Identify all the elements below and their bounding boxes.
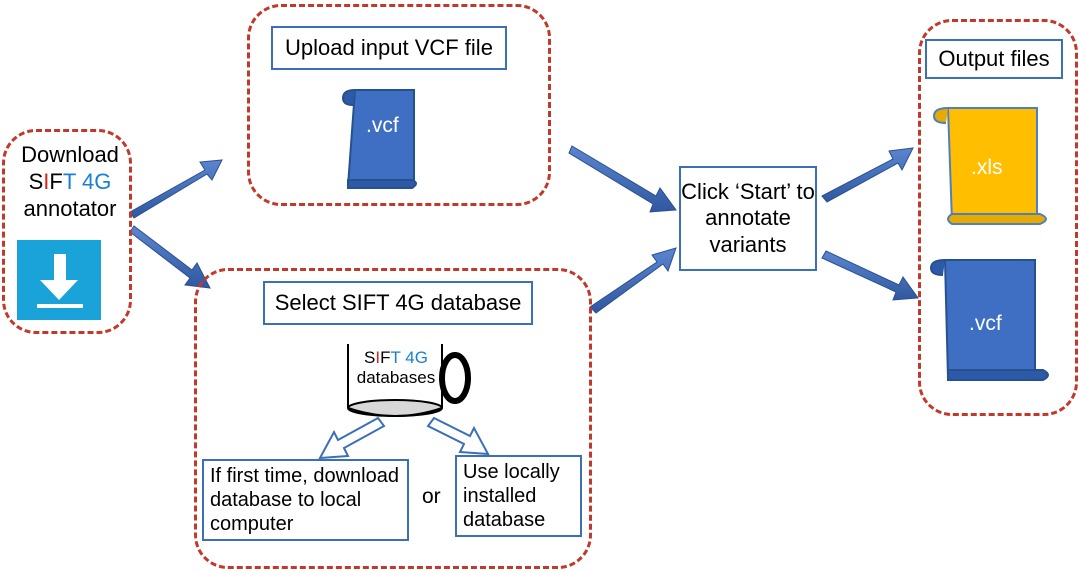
vcf-file-icon-output [929, 259, 1049, 381]
database-label: Select SIFT 4G database [274, 289, 522, 315]
arrow-to-first-time [318, 416, 386, 460]
or-text: or [422, 485, 441, 508]
first-time-option-box: If first time, download database to loca… [202, 459, 409, 541]
database-group [194, 268, 592, 569]
output-label-box: Output files [925, 39, 1063, 79]
local-option-box: Use locally installed database [455, 455, 582, 537]
download-line1: Download [21, 142, 119, 167]
arrow-start-to-xls [821, 147, 914, 203]
arrow-download-to-database [129, 225, 211, 289]
first-time-option: If first time, download database to loca… [210, 465, 399, 535]
arrow-upload-to-start [568, 145, 677, 213]
local-option: Use locally installed database [463, 461, 560, 531]
sift-4g-wordmark: SIFT 4G [28, 168, 112, 194]
upload-group [247, 4, 551, 206]
cup-label: SIFT 4G databases [356, 348, 436, 388]
download-icon[interactable] [17, 240, 101, 320]
start-label: Click ‘Start’ to annotate variants [681, 178, 815, 257]
xls-label: .xls [971, 156, 1003, 179]
upload-label: Upload input VCF file [285, 34, 493, 60]
vcf-file-icon-upload [341, 89, 417, 189]
output-vcf-label: .vcf [969, 312, 1002, 335]
download-line3: annotator [23, 195, 117, 221]
output-group [918, 19, 1078, 416]
arrow-start-to-vcf [821, 250, 919, 301]
database-cup-icon [347, 344, 471, 417]
arrow-download-to-upload [129, 159, 223, 219]
database-label-box: Select SIFT 4G database [263, 281, 533, 325]
arrow-database-to-start [589, 247, 677, 314]
download-title: Download SIFT 4G annotator [14, 142, 126, 222]
upload-label-box: Upload input VCF file [271, 26, 507, 70]
arrow-to-local [426, 416, 490, 456]
start-box: Click ‘Start’ to annotate variants [679, 166, 817, 271]
download-group [2, 129, 132, 334]
upload-vcf-label: .vcf [366, 114, 399, 137]
xls-file-icon [932, 107, 1047, 225]
output-label: Output files [938, 45, 1050, 71]
